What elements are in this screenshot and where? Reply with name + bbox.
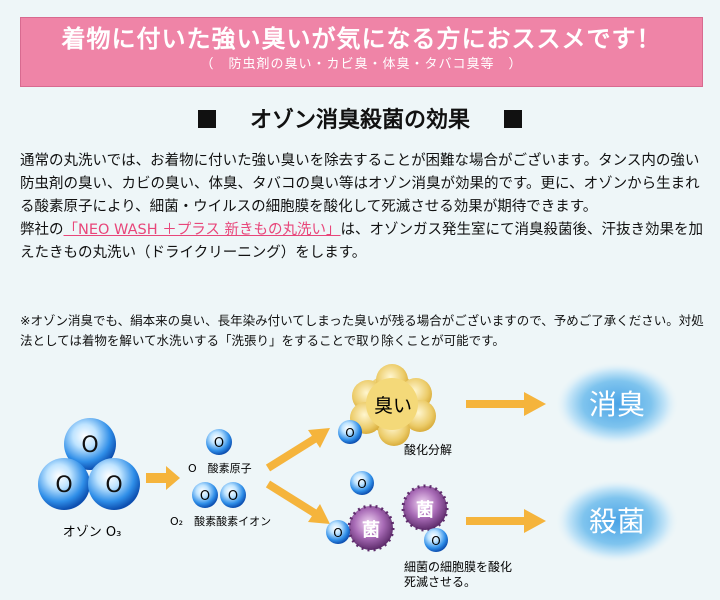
ozone-atom-letter: O bbox=[81, 433, 98, 458]
ozone-atom-letter: O bbox=[105, 473, 122, 498]
sterilize-result bbox=[555, 479, 679, 563]
section-heading: オゾン消臭殺菌の効果 bbox=[0, 104, 720, 136]
oxygen-atom-label: O 酸素原子 bbox=[188, 461, 252, 475]
oxygen-atom-letter: O bbox=[214, 436, 224, 451]
odor-cloud bbox=[350, 364, 436, 446]
oxygen-atom bbox=[350, 471, 374, 495]
oxygen-atom bbox=[326, 520, 350, 544]
headline-banner: 着物に付いた強い臭いが気になる方におススメです！ （ 防虫剤の臭い・カビ臭・体臭… bbox=[20, 17, 703, 87]
odor-label: 臭い bbox=[374, 395, 412, 417]
germ bbox=[347, 504, 395, 552]
oxygen-atom-letter: O bbox=[333, 526, 342, 540]
oxygen-atom bbox=[206, 429, 232, 455]
oxygen-ion-letter: O bbox=[200, 489, 210, 504]
sterilize-label: 殺菌 bbox=[589, 505, 645, 538]
oxygen-atom bbox=[424, 528, 448, 552]
note-paragraph: ※オゾン消臭でも、絹本来の臭い、長年染み付いてしまった臭いが残る場合がございます… bbox=[20, 313, 704, 348]
banner-subtitle: （ 防虫剤の臭い・カビ臭・体臭・タバコ臭等 ） bbox=[200, 57, 523, 72]
oxygen-ion-label: O₂ 酸素酸素イオン bbox=[170, 514, 271, 528]
germ bbox=[401, 484, 449, 532]
description-paragraph: 通常の丸洗いでは、お着物に付いた強い臭いを除去することが困難な場合がございます。… bbox=[20, 150, 704, 265]
membrane-label: 死滅させる。 bbox=[404, 575, 476, 589]
oxygen-atom-letter: O bbox=[431, 534, 440, 548]
description-text-2-post: は、オゾンガス発生室にて消臭殺菌後、汗抜き効果を加えたきもの丸洗い（ドライクリー… bbox=[20, 222, 704, 261]
ozone-atom-letter: O bbox=[55, 473, 72, 498]
oxygen-atom-letter: O bbox=[357, 477, 366, 491]
germ-label: 菌 bbox=[416, 500, 434, 521]
ozone-process-diagram: O O O オゾン O₃ O O 酸素原子 O O O₂ 酸素酸素イオン 臭い … bbox=[38, 362, 679, 589]
membrane-label: 細菌の細胞膜を酸化 bbox=[404, 559, 512, 574]
ozone-label: オゾン O₃ bbox=[63, 525, 122, 540]
arrow-icon bbox=[466, 509, 546, 533]
arrow-icon bbox=[146, 466, 180, 490]
square-bullet-icon bbox=[504, 110, 522, 128]
germ-label: 菌 bbox=[362, 520, 380, 541]
arrow-icon bbox=[466, 392, 546, 416]
description-text-2-pre: 弊社の bbox=[20, 222, 64, 238]
deodorize-label: 消臭 bbox=[589, 388, 645, 421]
oxygen-ion-atom bbox=[220, 482, 246, 508]
banner-headline: 着物に付いた強い臭いが気になる方におススメです！ bbox=[61, 25, 662, 53]
ozone-atom bbox=[38, 458, 90, 510]
oxygen-ion-letter: O bbox=[228, 489, 238, 504]
ozone-atom bbox=[88, 458, 140, 510]
product-name-highlight: 「NEO WASH ＋プラス 新きもの丸洗い」 bbox=[63, 222, 341, 238]
oxygen-atom-letter: O bbox=[345, 426, 354, 440]
deodorize-result bbox=[555, 362, 679, 446]
ozone-atom bbox=[64, 418, 116, 470]
ozone-molecule: O O O bbox=[38, 418, 140, 510]
arrow-icon bbox=[265, 428, 330, 472]
section-title: オゾン消臭殺菌の効果 bbox=[249, 107, 470, 133]
oxidation-label: 酸化分解 bbox=[404, 442, 452, 457]
oxygen-ion-atom bbox=[192, 482, 218, 508]
description-text: 通常の丸洗いでは、お着物に付いた強い臭いを除去することが困難な場合がございます。… bbox=[20, 153, 700, 215]
square-bullet-icon bbox=[197, 110, 216, 128]
arrow-icon bbox=[265, 480, 330, 524]
oxygen-atom bbox=[338, 420, 362, 444]
